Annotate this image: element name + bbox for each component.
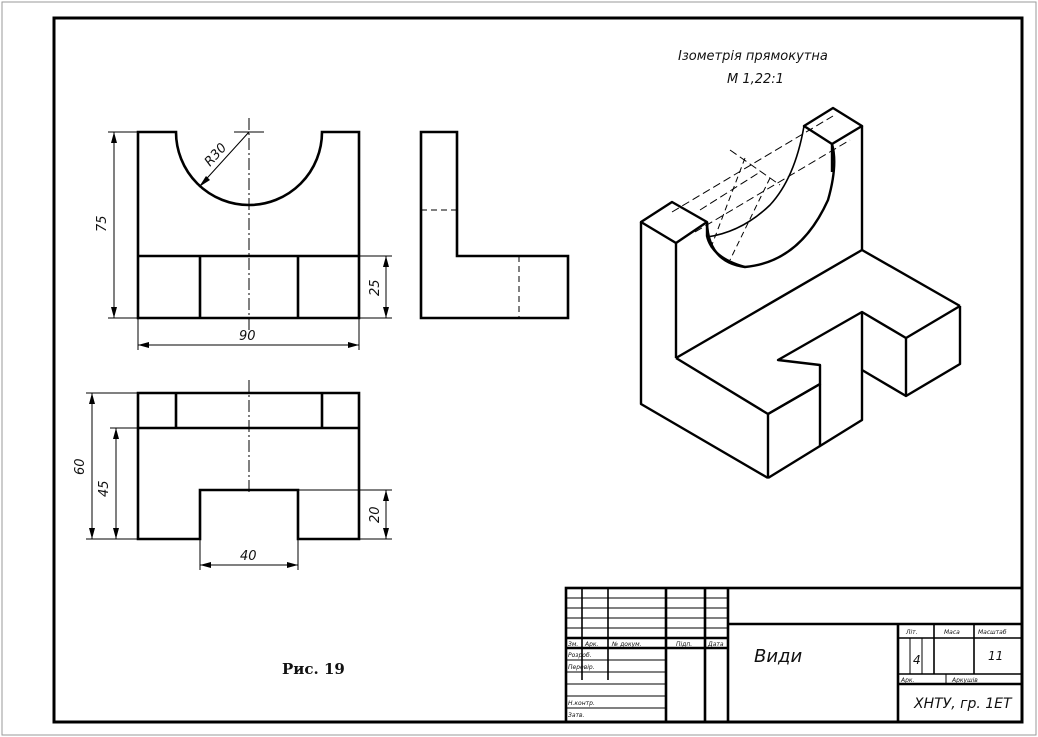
title-col-lit: Літ.: [905, 629, 918, 636]
title-drawing-name: Види: [754, 646, 802, 667]
title-col-mass: Маса: [944, 629, 960, 636]
title-row-label-doc: № докум.: [611, 641, 642, 648]
dim-depth-60-label: 60: [73, 458, 88, 475]
top-view: [86, 380, 392, 570]
title-row-label-sign: Підп.: [676, 641, 692, 648]
isometric-scale: М 1,22:1: [727, 72, 784, 87]
title-col-scale: Масштаб: [978, 629, 1007, 636]
title-sheets-total: 11: [988, 649, 1003, 663]
title-row-label-sheet: Арк.: [584, 641, 599, 648]
title-organization: ХНТУ, гр. 1ЕТ: [913, 696, 1013, 712]
title-block: [564, 586, 1024, 724]
title-row-label-date: Дата: [707, 641, 724, 648]
side-view: [419, 130, 570, 320]
drawing-frame: [52, 16, 1024, 724]
dim-width-90-label: 90: [239, 329, 256, 344]
dim-slot-20-label: 20: [368, 506, 383, 523]
title-col-sheets: Аркушів: [951, 677, 978, 684]
title-row-label-change: Зм.: [568, 641, 578, 648]
dim-step-25-label: 25: [368, 279, 383, 296]
isometric-title: Ізометрія прямокутна: [678, 49, 828, 64]
title-side-label-checked: Перевір.: [568, 664, 595, 671]
dim-slot-40-label: 40: [240, 549, 257, 564]
title-side-label-norm: Н.контр.: [568, 700, 595, 707]
front-view: [108, 118, 392, 350]
figure-caption: Рис. 19: [282, 660, 345, 678]
isometric-view: [639, 106, 962, 480]
dim-depth-45-label: 45: [97, 480, 112, 497]
title-side-label-approved: Затв.: [568, 712, 585, 719]
title-col-sheet: Арк.: [900, 677, 915, 684]
title-side-label-developed: Розроб.: [568, 652, 592, 659]
title-sheet-number: 4: [913, 653, 921, 667]
dim-height-75-label: 75: [95, 215, 110, 232]
